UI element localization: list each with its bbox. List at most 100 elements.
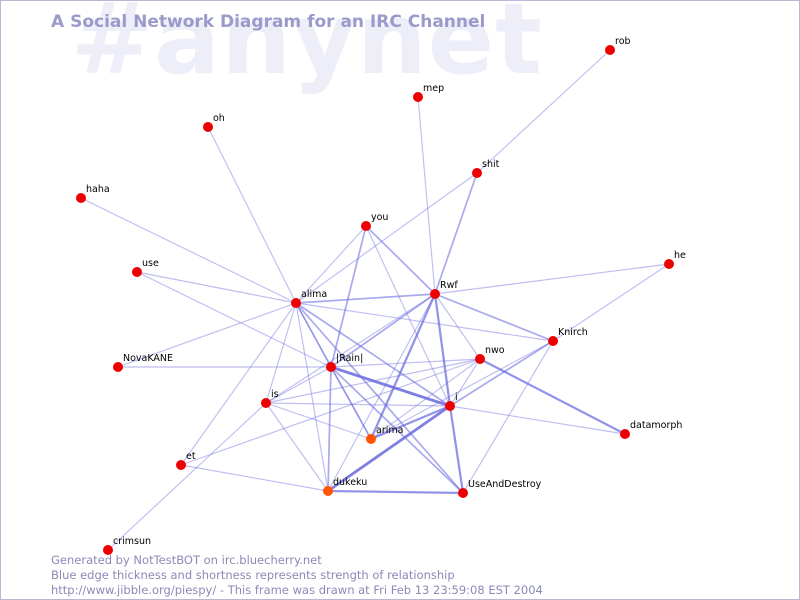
node-dot-knirch[interactable]	[548, 336, 558, 346]
node-use[interactable]: use	[132, 258, 159, 277]
node-i[interactable]: i	[445, 392, 458, 411]
node-dot-mep[interactable]	[413, 92, 423, 102]
node-label-arima: arima	[376, 425, 403, 436]
edge-rain-i	[329, 365, 452, 408]
edge-i-datamorph	[449, 405, 626, 435]
footer-generated-by: Generated by NotTestBOT on irc.bluecherr…	[51, 553, 322, 567]
edge-layer	[80, 49, 670, 551]
node-dot-dukeku[interactable]	[323, 486, 333, 496]
edge-is-dukeku	[265, 402, 329, 492]
footer-url-timestamp[interactable]: http://www.jibble.org/piespy/ - This fra…	[51, 583, 543, 597]
node-dot-datamorph[interactable]	[620, 429, 630, 439]
node-label-mep: mep	[423, 83, 444, 94]
edge-rwf-knirch	[434, 293, 554, 342]
footer-legend-note: Blue edge thickness and shortness repres…	[51, 568, 455, 582]
node-is[interactable]: is	[261, 389, 279, 408]
node-dot-arima[interactable]	[366, 434, 376, 444]
edge-rwf-i	[433, 292, 452, 408]
node-dukeku[interactable]: dukeku	[323, 477, 367, 496]
node-dot-you[interactable]	[361, 221, 371, 231]
node-dot-i[interactable]	[445, 401, 455, 411]
channel-watermark: #anynet	[71, 0, 543, 97]
node-dot-shit[interactable]	[472, 168, 482, 178]
node-dot-novakane[interactable]	[113, 362, 123, 372]
edge-mep-rwf	[417, 96, 436, 295]
edge-shit-rwf	[434, 172, 478, 295]
node-label-alima: alima	[301, 289, 327, 300]
edge-is-i	[265, 402, 451, 407]
edge-use-rain	[136, 271, 332, 368]
edge-you-rwf	[365, 225, 436, 295]
node-dot-useanddestroy[interactable]	[458, 488, 468, 498]
node-label-knirch: Knirch	[558, 327, 588, 338]
edge-you-rain	[330, 225, 367, 368]
edge-you-i	[365, 225, 451, 407]
node-et[interactable]: et	[176, 451, 196, 470]
node-datamorph[interactable]: datamorph	[620, 420, 682, 439]
edge-alima-is	[265, 302, 297, 404]
edge-rain-arima	[330, 366, 372, 440]
edge-rain-is	[265, 366, 332, 404]
node-dot-rob[interactable]	[605, 45, 615, 55]
node-dot-he[interactable]	[664, 259, 674, 269]
node-dot-rwf[interactable]	[430, 289, 440, 299]
edge-rwf-rain	[330, 293, 436, 368]
node-dot-oh[interactable]	[203, 122, 213, 132]
node-label-haha: haha	[86, 184, 110, 195]
node-dot-is[interactable]	[261, 398, 271, 408]
edge-rwf-nwo	[434, 293, 481, 360]
node-crimsun[interactable]: crimsun	[103, 536, 151, 555]
node-useanddestroy[interactable]: UseAndDestroy	[458, 479, 542, 498]
node-label-crimsun: crimsun	[113, 536, 151, 547]
edge-alima-knirch	[295, 302, 554, 342]
node-dot-use[interactable]	[132, 267, 142, 277]
node-label-dukeku: dukeku	[333, 477, 367, 488]
edge-knirch-arima	[370, 340, 554, 440]
edge-alima-i	[295, 302, 451, 407]
node-he[interactable]: he	[664, 250, 686, 269]
node-label-you: you	[371, 212, 388, 223]
node-alima[interactable]: alima	[291, 289, 327, 308]
node-dot-rain[interactable]	[326, 362, 336, 372]
edge-nwo-i	[449, 358, 481, 407]
edge-you-alima	[295, 225, 367, 304]
node-dot-haha[interactable]	[76, 193, 86, 203]
node-nwo[interactable]: nwo	[475, 345, 505, 364]
node-rwf[interactable]: Rwf	[430, 280, 458, 299]
edge-he-rwf	[434, 263, 670, 295]
node-oh[interactable]: oh	[203, 113, 225, 132]
node-rob[interactable]: rob	[605, 36, 631, 55]
node-dot-crimsun[interactable]	[103, 545, 113, 555]
node-label-et: et	[186, 451, 196, 462]
node-mep[interactable]: mep	[413, 83, 444, 102]
node-shit[interactable]: shit	[472, 159, 500, 178]
node-dot-alima[interactable]	[291, 298, 301, 308]
node-you[interactable]: you	[361, 212, 388, 231]
node-label-shit: shit	[482, 159, 500, 170]
edge-alima-novakane	[117, 302, 297, 368]
node-novakane[interactable]: NovaKANE	[113, 353, 173, 372]
node-label-datamorph: datamorph	[630, 420, 682, 431]
node-haha[interactable]: haha	[76, 184, 110, 203]
node-label-novakane: NovaKANE	[123, 353, 173, 364]
edge-rwf-dukeku	[327, 293, 436, 492]
edge-knirch-useanddestroy	[462, 340, 554, 494]
edge-nwo-rain	[330, 358, 481, 368]
edge-is-arima	[265, 402, 372, 440]
node-label-nwo: nwo	[485, 345, 505, 356]
node-dot-et[interactable]	[176, 460, 186, 470]
edge-i-useanddestroy	[448, 404, 465, 495]
node-dot-nwo[interactable]	[475, 354, 485, 364]
node-label-rob: rob	[615, 36, 631, 47]
diagram-title: A Social Network Diagram for an IRC Chan…	[51, 12, 486, 32]
node-label-useanddestroy: UseAndDestroy	[468, 479, 542, 490]
edge-alima-rain	[295, 302, 332, 368]
edge-alima-dukeku	[295, 302, 329, 492]
node-knirch[interactable]: Knirch	[548, 327, 588, 346]
node-arima[interactable]: arima	[366, 425, 403, 444]
edge-haha-alima	[80, 197, 297, 304]
node-rain[interactable]: |Rain|	[326, 353, 363, 372]
